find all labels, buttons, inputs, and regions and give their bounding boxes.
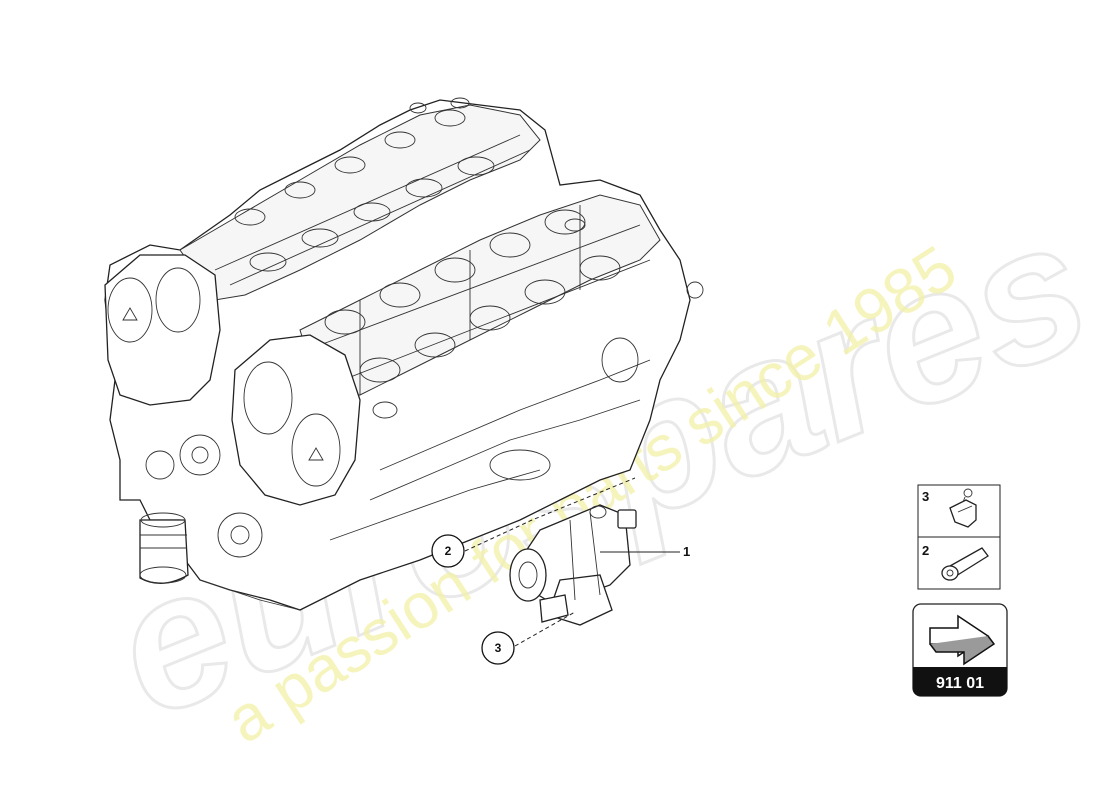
callout-3[interactable]: 3 [481, 631, 515, 665]
legend-item-2-number: 2 [922, 543, 929, 558]
legend-item-3-number: 3 [922, 489, 929, 504]
callout-2[interactable]: 2 [431, 534, 465, 568]
legend-box: 3 2 [917, 484, 1001, 590]
engine-drawing [104, 97, 704, 611]
legend-item-3[interactable]: 3 [922, 488, 977, 528]
callout-2-label: 2 [445, 544, 452, 558]
bolt-icon [941, 547, 989, 581]
callout-3-label: 3 [495, 641, 502, 655]
reference-box[interactable]: 911 01 [912, 603, 1008, 697]
arrow-right-icon [929, 614, 996, 666]
legend-item-2[interactable]: 2 [922, 543, 989, 581]
clip-bracket-icon [949, 488, 977, 528]
callout-lines [464, 477, 680, 647]
part-1-label: 1 [683, 544, 690, 559]
reference-code: 911 01 [936, 675, 984, 692]
starter-motor[interactable] [509, 504, 637, 626]
